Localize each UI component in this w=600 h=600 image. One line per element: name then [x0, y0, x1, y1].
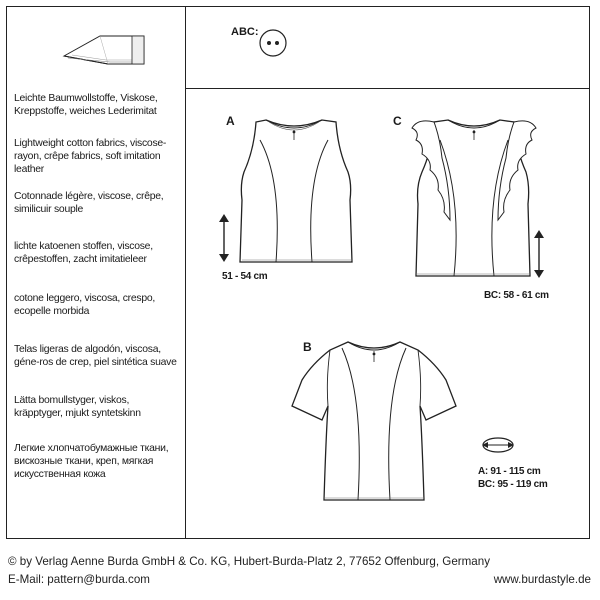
fabric-list-sv: Lätta bomullstyger, viskos, kräpptyger, …: [14, 394, 180, 420]
fabric-text: Cotonnade légère, viscose, crêpe, simili…: [14, 191, 164, 215]
fabric-bolt-icon: [62, 35, 145, 65]
view-a-length: 51 - 54 cm: [222, 271, 268, 282]
notions-label: ABC:: [231, 26, 259, 38]
view-a-sleeveless-top-drawing: [239, 119, 353, 263]
view-b-letter: B: [303, 340, 312, 354]
fabric-list-fr: Cotonnade légère, viscose, crêpe, simili…: [14, 190, 180, 216]
fabric-list-en: Lightweight cotton fabrics, viscose-rayo…: [14, 137, 180, 176]
fabric-text: Lightweight cotton fabrics, viscose-rayo…: [14, 138, 167, 175]
fabric-text: lichte katoenen stoffen, viscose, crêpes…: [14, 241, 153, 265]
button-icon: [259, 29, 287, 57]
footer-copyright: © by Verlag Aenne Burda GmbH & Co. KG, H…: [8, 555, 490, 568]
fabric-text: Telas ligeras de algodón, viscosa, géne-…: [14, 344, 177, 368]
footer-website[interactable]: www.burdastyle.de: [493, 573, 591, 586]
length-arrow-c: [534, 230, 544, 278]
hem-width-bc: BC: 95 - 119 cm: [478, 479, 548, 490]
hem-width-icon: [482, 437, 514, 453]
notions-divider: [185, 88, 590, 89]
fabric-list-nl: lichte katoenen stoffen, viscose, crêpes…: [14, 240, 180, 266]
fabric-list-de: Leichte Baumwollstoffe, Viskose, Kreppst…: [14, 92, 180, 118]
fabric-text: Lätta bomullstyger, viskos, kräpptyger, …: [14, 395, 141, 419]
view-b-short-sleeve-top-drawing: [291, 341, 457, 501]
pattern-envelope-frame: [6, 6, 590, 539]
footer-email[interactable]: E-Mail: pattern@burda.com: [8, 573, 150, 586]
view-c-ruffle-top-drawing: [411, 119, 537, 277]
fabric-text: cotone leggero, viscosa, crespo, ecopell…: [14, 293, 156, 317]
column-divider: [185, 6, 186, 539]
fabric-text: Leichte Baumwollstoffe, Viskose, Kreppst…: [14, 93, 158, 117]
length-arrow-a: [219, 214, 229, 262]
fabric-text: Легкие хлопчатобумажные ткани, вискозные…: [14, 443, 169, 480]
hem-width-a: A: 91 - 115 cm: [478, 466, 541, 477]
view-c-letter: C: [393, 114, 402, 128]
view-c-length: BC: 58 - 61 cm: [484, 290, 549, 301]
view-a-letter: A: [226, 114, 235, 128]
fabric-list-it: cotone leggero, viscosa, crespo, ecopell…: [14, 292, 180, 318]
fabric-list-es: Telas ligeras de algodón, viscosa, géne-…: [14, 343, 180, 369]
fabric-list-ru: Легкие хлопчатобумажные ткани, вискозные…: [14, 442, 180, 481]
